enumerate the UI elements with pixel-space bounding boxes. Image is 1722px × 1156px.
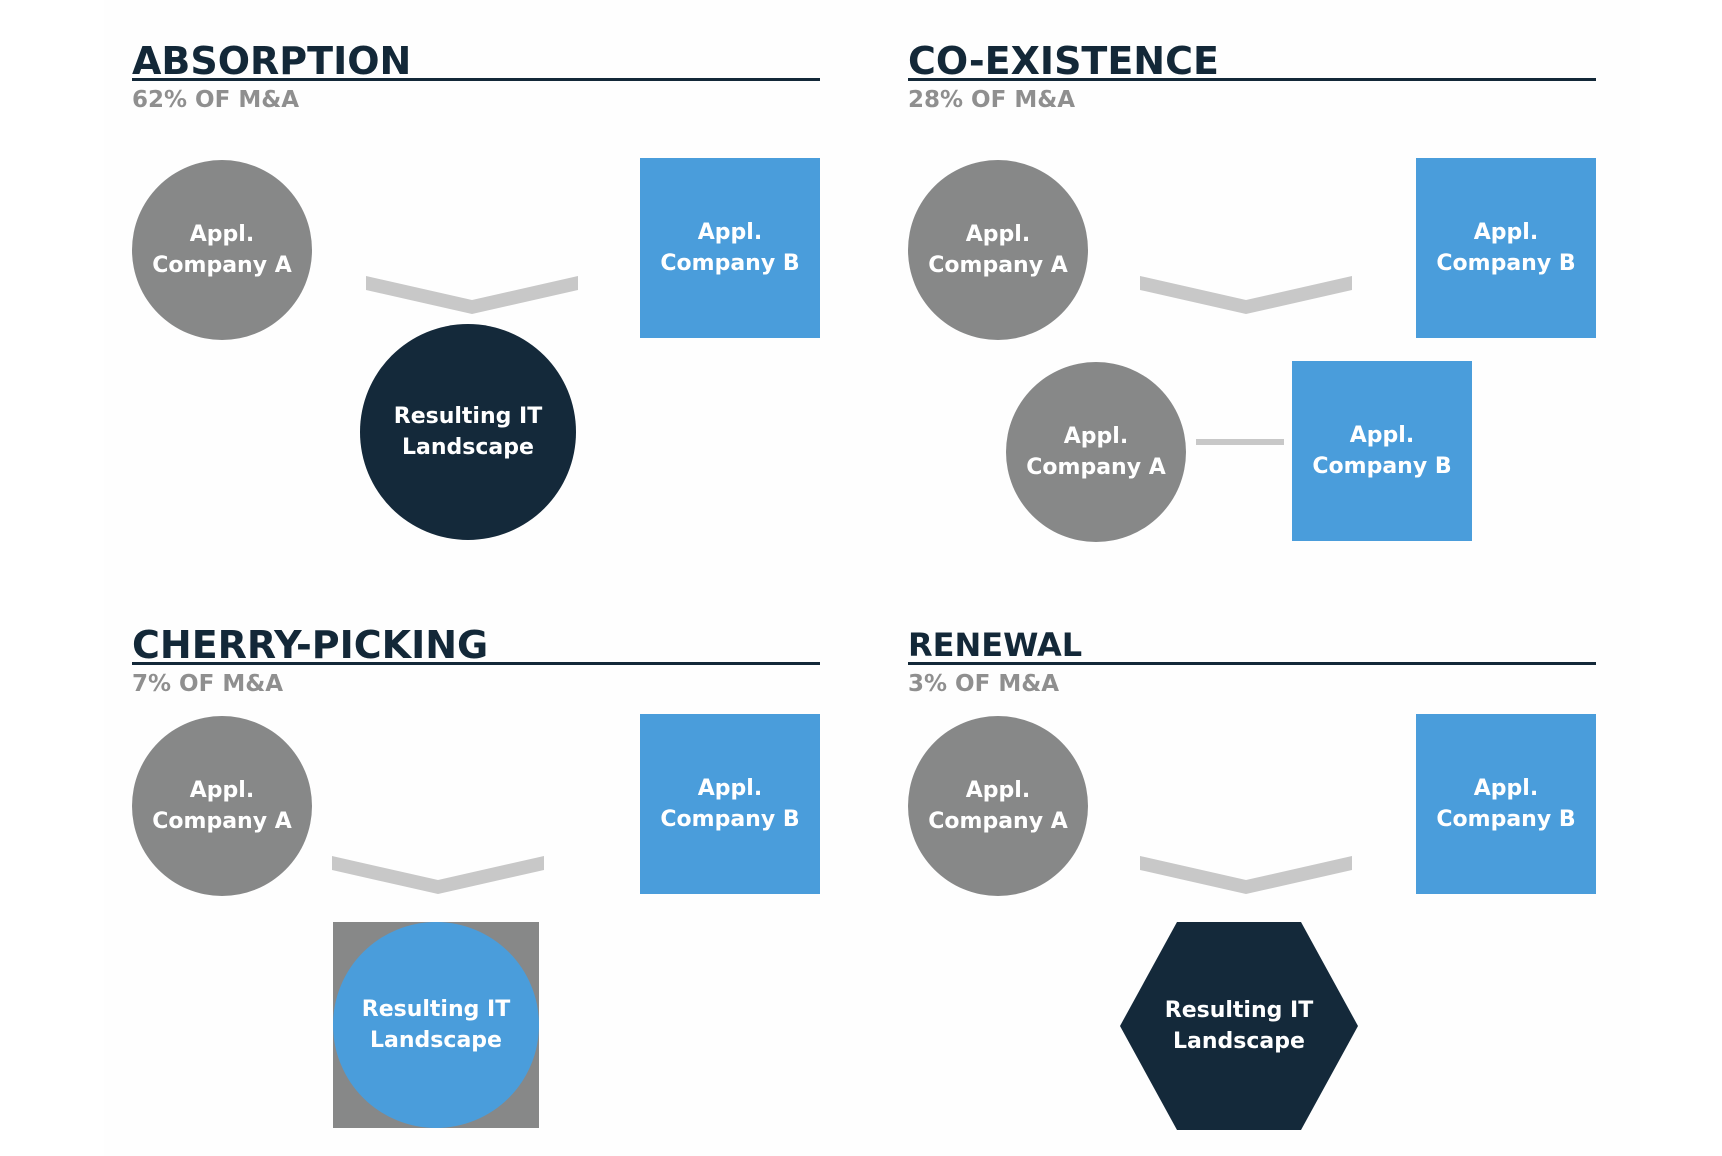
merge-chevron-icon [1140, 856, 1352, 894]
shape-label-line2: Company B [1436, 251, 1576, 276]
shape-label-line2: Company B [1312, 454, 1452, 479]
section-renewal: RENEWAL 3% OF M&A Appl. Company A Appl. … [908, 622, 1596, 1142]
shape-label-line2: Company B [660, 251, 800, 276]
shape-label-line1: Appl. [189, 778, 255, 803]
shape-label-line2: Company B [660, 807, 800, 832]
shape-label-line2: Company A [928, 253, 1068, 278]
hexagon-shape [1120, 922, 1358, 1130]
company-a-circle-retained: Appl. Company A [1006, 362, 1186, 542]
shape-label-line1: Appl. [1063, 424, 1129, 449]
shape-label-line1: Appl. [697, 776, 763, 801]
company-b-square: Appl. Company B [1416, 714, 1596, 894]
shape-label-line2: Landscape [1173, 1029, 1305, 1054]
shape-label-line2: Landscape [370, 1028, 502, 1053]
title-underline [132, 78, 820, 81]
resulting-it-landscape-hexagon: Resulting IT Landscape [1120, 922, 1358, 1130]
title-underline [908, 662, 1596, 665]
shape-label-line1: Appl. [1473, 776, 1539, 801]
section-title: ABSORPTION [132, 39, 412, 83]
shape-label-line1: Appl. [697, 220, 763, 245]
company-a-circle: Appl. Company A [132, 716, 312, 896]
shape-label-line1: Resulting IT [361, 997, 511, 1022]
section-title: CO-EXISTENCE [908, 39, 1219, 83]
shape-label-line2: Company B [1436, 807, 1576, 832]
section-title: RENEWAL [908, 626, 1083, 664]
resulting-it-landscape-circle: Resulting IT Landscape [333, 922, 539, 1128]
shape-label-line1: Appl. [965, 778, 1031, 803]
company-b-square: Appl. Company B [1416, 158, 1596, 338]
shape-label-line2: Company A [152, 809, 292, 834]
section-coexistence: CO-EXISTENCE 28% OF M&A Appl. Company A … [908, 38, 1596, 558]
section-share: 7% OF M&A [132, 671, 284, 697]
shape-label-line2: Company A [1026, 455, 1166, 480]
company-a-circle: Appl. Company A [132, 160, 312, 340]
section-absorption: ABSORPTION 62% OF M&A Appl. Company A Ap… [132, 38, 820, 558]
resulting-it-landscape-mixed: Resulting IT Landscape [333, 922, 539, 1128]
shape-label-line1: Resulting IT [393, 404, 543, 429]
shape-label-line2: Company A [152, 253, 292, 278]
section-share: 28% OF M&A [908, 87, 1076, 113]
title-underline [132, 662, 820, 665]
merge-chevron-icon [1140, 276, 1352, 314]
section-share: 3% OF M&A [908, 671, 1060, 697]
section-title: CHERRY-PICKING [132, 623, 489, 667]
title-underline [908, 78, 1596, 81]
merge-chevron-icon [366, 276, 578, 314]
connector-line-icon [1196, 439, 1284, 445]
shape-label-line1: Resulting IT [1164, 998, 1314, 1023]
shape-label-line1: Appl. [1349, 423, 1415, 448]
shape-label-line1: Appl. [965, 222, 1031, 247]
shape-label-line1: Appl. [1473, 220, 1539, 245]
company-a-circle: Appl. Company A [908, 160, 1088, 340]
resulting-it-landscape-circle: Resulting IT Landscape [360, 324, 576, 540]
company-b-square: Appl. Company B [640, 158, 820, 338]
company-b-square: Appl. Company B [640, 714, 820, 894]
section-share: 62% OF M&A [132, 87, 300, 113]
company-b-square-retained: Appl. Company B [1292, 361, 1472, 541]
merge-chevron-icon [332, 856, 544, 894]
shape-label-line2: Landscape [402, 435, 534, 460]
section-cherry-picking: CHERRY-PICKING 7% OF M&A Appl. Company A… [132, 622, 820, 1142]
shape-label-line1: Appl. [189, 222, 255, 247]
company-a-circle: Appl. Company A [908, 716, 1088, 896]
shape-label-line2: Company A [928, 809, 1068, 834]
